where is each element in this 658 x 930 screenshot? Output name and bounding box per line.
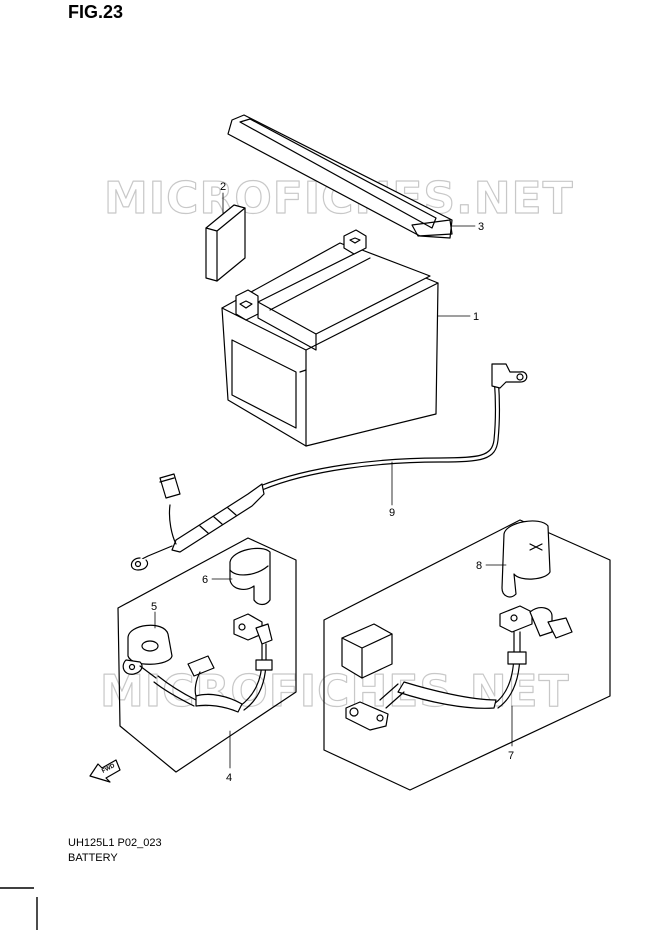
figure-title: FIG.23 [68,2,124,22]
callout-2: 2 [220,181,226,193]
drawing-code: UH125L1 P02_023 [68,837,162,849]
terminal-cover-right [501,520,551,598]
battery-pad [205,204,246,282]
battery [221,229,439,447]
forward-arrow-icon: FWD [89,759,121,783]
rubber-block [341,623,393,679]
lead-wire-right [345,605,573,731]
lead-wire-left [122,613,273,713]
callout-8: 8 [476,560,482,572]
callout-9: 9 [389,507,395,519]
terminal-cover-left [229,547,271,606]
battery-cable [130,363,528,571]
callout-3: 3 [478,221,484,233]
corner-mark [0,887,38,930]
callout-1: 1 [473,311,479,323]
callout-5: 5 [151,601,157,613]
callout-4: 4 [226,772,232,784]
callout-7: 7 [508,750,514,762]
terminal-boot [127,624,173,665]
callout-6: 6 [202,574,208,586]
watermark-bottom: MICROFICHES.NET [100,666,570,717]
battery-band [227,114,453,239]
right-set-box [323,519,611,791]
footer: UH125L1 P02_023 BATTERY [68,836,162,866]
left-set-box [117,537,297,773]
leader-lines [154,192,513,769]
figure-caption: BATTERY [68,852,118,864]
